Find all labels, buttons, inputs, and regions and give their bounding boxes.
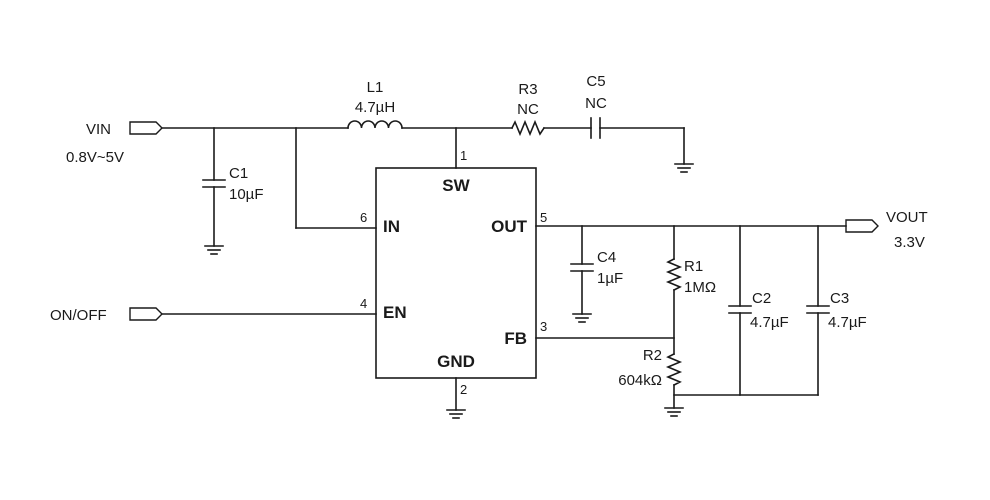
- ic-pin-gnd-label: GND: [437, 352, 475, 371]
- r3-ref: R3: [518, 81, 537, 98]
- l1-value: 4.7µH: [355, 99, 395, 116]
- vout-port-name: VOUT: [886, 209, 928, 226]
- c5-ref: C5: [586, 73, 605, 90]
- l1-inductor: [347, 120, 403, 129]
- r2-resistor: [665, 352, 683, 387]
- ic-pin-out-label: OUT: [491, 217, 528, 236]
- ic-pin-fb-label: FB: [504, 329, 527, 348]
- c3-ref: C3: [830, 290, 849, 307]
- ic-pin-number-1: 1: [460, 148, 467, 163]
- vin-port-arrow: [129, 121, 163, 135]
- r3-resistor: [510, 119, 546, 137]
- ic-pin-number-2: 2: [460, 382, 467, 397]
- vout-port-value: 3.3V: [894, 234, 925, 251]
- onoff-port-arrow: [129, 307, 163, 321]
- ground-icon: [572, 313, 592, 323]
- r2-ref: R2: [643, 347, 662, 364]
- vout-port-arrow: [845, 219, 879, 233]
- ic-pin-number-4: 4: [360, 296, 367, 311]
- ground-icon: [664, 407, 684, 417]
- ic-pin-in-label: IN: [383, 217, 400, 236]
- r2-value: 604kΩ: [618, 372, 662, 389]
- ic-pin-sw-label: SW: [442, 176, 470, 195]
- c2-value: 4.7µF: [750, 314, 789, 331]
- c3-value: 4.7µF: [828, 314, 867, 331]
- c5-value: NC: [585, 95, 607, 112]
- ground-icon: [674, 163, 694, 173]
- ic-pin-number-3: 3: [540, 319, 547, 334]
- ic-pin-number-6: 6: [360, 210, 367, 225]
- l1-ref: L1: [367, 79, 384, 96]
- ground-icon: [204, 245, 224, 255]
- r1-ref: R1: [684, 258, 703, 275]
- r3-value: NC: [517, 101, 539, 118]
- vin-port-name: VIN: [86, 121, 111, 138]
- ic-pin-number-5: 5: [540, 210, 547, 225]
- c4-value: 1µF: [597, 270, 623, 287]
- c1-value: 10µF: [229, 186, 264, 203]
- c4-ref: C4: [597, 249, 616, 266]
- c2-ref: C2: [752, 290, 771, 307]
- ground-icon: [446, 409, 466, 419]
- vin-port-value: 0.8V~5V: [66, 149, 124, 166]
- ic-pin-en-label: EN: [383, 303, 407, 322]
- c1-ref: C1: [229, 165, 248, 182]
- r1-value: 1MΩ: [684, 279, 716, 296]
- r1-resistor: [665, 257, 683, 292]
- onoff-port-name: ON/OFF: [50, 307, 107, 324]
